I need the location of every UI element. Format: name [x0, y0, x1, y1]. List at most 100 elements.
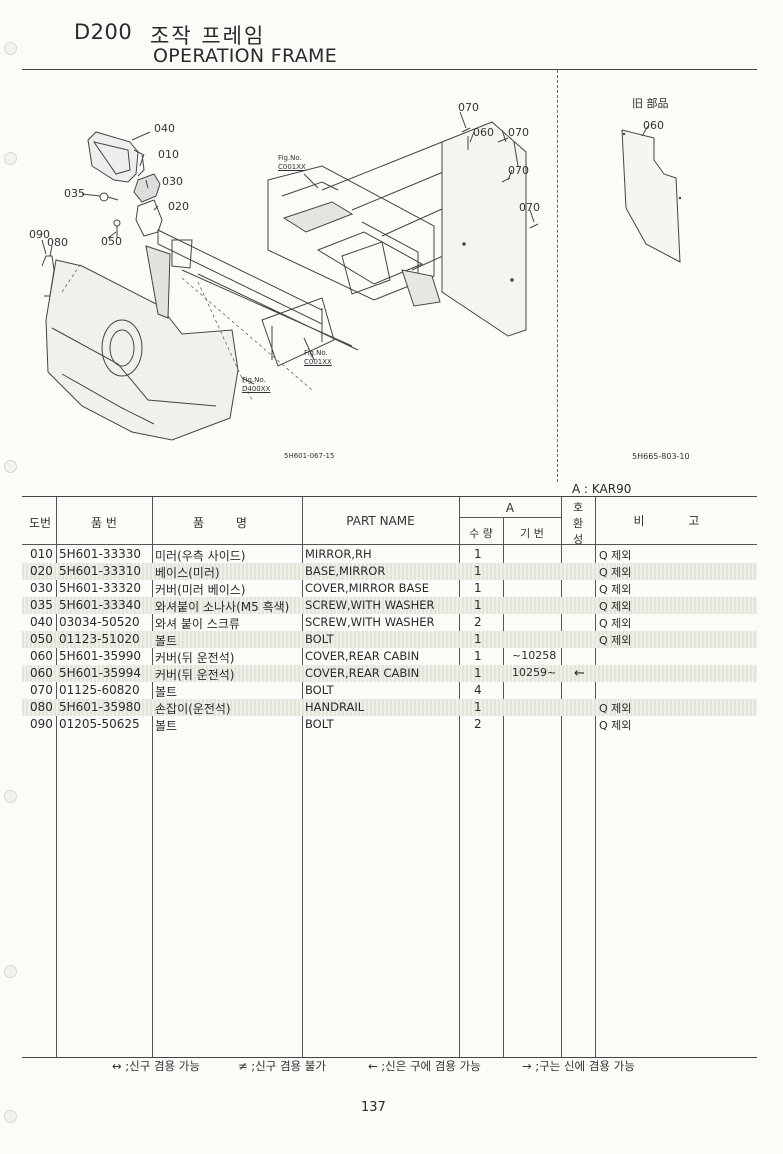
cell-part: 5H601-35990 — [59, 649, 142, 663]
binder-hole — [4, 42, 17, 55]
cell-kr: 손잡이(운전석) — [155, 702, 231, 716]
cell-no: 080 — [30, 700, 53, 714]
header-qty: 수 량 — [469, 527, 493, 540]
cell-kr: 미러(우측 사이드) — [155, 549, 246, 563]
cell-no: 060 — [30, 666, 53, 680]
callout-070: 070 — [458, 101, 479, 114]
cell-no: 050 — [30, 632, 53, 646]
cell-no: 020 — [30, 564, 53, 578]
callout-040: 040 — [154, 122, 175, 135]
cell-en: SCREW,WITH WASHER — [305, 615, 435, 629]
old-part-drawing — [621, 126, 682, 263]
cell-no: 070 — [30, 683, 53, 697]
cell-remark: Q 제외 — [599, 634, 632, 647]
table-bottom-rule — [22, 1057, 757, 1058]
header-a: A — [505, 501, 515, 515]
cell-part: 01125-60820 — [59, 683, 140, 697]
old-part-code: 5H665-803-10 — [632, 452, 690, 461]
legend-old-fits-new: → ;구는 신에 겸용 가능 — [522, 1059, 635, 1073]
old-part-title: 旧 部品 — [632, 97, 669, 110]
cell-remark: Q 제외 — [599, 566, 632, 579]
binder-hole — [4, 460, 17, 473]
fig-ref-label: Fig.No. — [278, 154, 302, 162]
section-code: D200 — [74, 20, 133, 44]
legend-not-interchangeable: ≠ ;신구 겸용 불가 — [238, 1059, 326, 1073]
exploded-diagram-drawing — [41, 111, 539, 441]
callout-020: 020 — [168, 200, 189, 213]
cell-qty: 4 — [474, 683, 482, 697]
cell-qty: 2 — [474, 717, 482, 731]
callout-050: 050 — [101, 235, 122, 248]
legend-new-fits-old: ← ;신은 구에 겸용 가능 — [368, 1059, 481, 1073]
fig-ref-code: C001XX — [278, 163, 306, 171]
cell-kr: 볼트 — [155, 634, 178, 648]
cell-part: 5H601-33310 — [59, 564, 142, 578]
cell-part: 5H601-33330 — [59, 547, 142, 561]
col-divider — [561, 497, 562, 1057]
col-divider — [56, 497, 57, 1057]
cell-qty: 1 — [474, 564, 482, 578]
cell-no: 010 — [30, 547, 53, 561]
cell-kr: 와셔붙이 소나사(M5 흑색) — [155, 600, 290, 614]
header-remarks: 비 고 — [633, 514, 720, 528]
col-divider — [595, 497, 596, 1057]
exploded-diagram: 040 010 030 035 020 090 080 050 070 060 … — [22, 70, 558, 480]
cell-qty: 1 — [474, 547, 482, 561]
cell-serial: ~10258 — [512, 649, 557, 662]
diagram-divider — [557, 70, 558, 482]
callout-080: 080 — [47, 236, 68, 249]
cell-part: 5H601-33320 — [59, 581, 142, 595]
cell-kr: 커버(뒤 운전석) — [155, 668, 235, 682]
callout-070: 070 — [508, 164, 529, 177]
header-rule — [22, 69, 757, 70]
cell-en: BOLT — [305, 683, 334, 697]
cell-ex: ← — [574, 666, 585, 681]
binder-hole — [4, 965, 17, 978]
callout-070: 070 — [519, 201, 540, 214]
binder-hole — [4, 790, 17, 803]
cell-remark: Q 제외 — [599, 702, 632, 715]
cell-part: 5H601-35994 — [59, 666, 142, 680]
callout-030: 030 — [162, 175, 183, 188]
cell-qty: 1 — [474, 700, 482, 714]
table-row: 040 03034-50520 와셔 붙이 스크류 SCREW,WITH WASHER… — [22, 614, 757, 631]
binder-hole — [4, 152, 17, 165]
callout-010: 010 — [158, 148, 179, 161]
cell-qty: 2 — [474, 615, 482, 629]
cell-no: 030 — [30, 581, 53, 595]
fig-ref-code: C001XX — [304, 358, 332, 366]
col-divider — [503, 517, 504, 1057]
section-title-korean: 조작 프레임 — [150, 24, 266, 48]
callout-090: 090 — [29, 228, 50, 241]
cell-kr: 와셔 붙이 스크류 — [155, 617, 240, 631]
cell-en: BASE,MIRROR — [305, 564, 386, 578]
header-part-name-kr: 품 명 — [193, 516, 261, 530]
section-title-english: OPERATION FRAME — [153, 45, 338, 67]
legend-interchangeable: ↔ ;신구 겸용 가능 — [112, 1059, 200, 1073]
cell-remark: Q 제외 — [599, 617, 632, 630]
cell-serial: 10259~ — [512, 666, 557, 679]
cell-no: 035 — [30, 598, 53, 612]
cell-no: 040 — [30, 615, 53, 629]
cell-part: 01123-51020 — [59, 632, 140, 646]
model-note: A : KAR90 — [572, 482, 632, 496]
cell-part: 01205-50625 — [59, 717, 140, 731]
binder-hole — [4, 1110, 17, 1123]
cell-qty: 1 — [474, 649, 482, 663]
col-divider — [459, 497, 460, 1057]
cell-part: 03034-50520 — [59, 615, 140, 629]
cell-kr: 볼트 — [155, 719, 178, 733]
header-part-name-en: PART NAME — [346, 514, 415, 528]
header-serial: 기 번 — [520, 527, 544, 540]
cell-kr: 볼트 — [155, 685, 178, 699]
cell-remark: Q 제외 — [599, 583, 632, 596]
cell-kr: 커버(뒤 운전석) — [155, 651, 235, 665]
cell-en: SCREW,WITH WASHER — [305, 598, 435, 612]
header-ref-no: 도번 — [28, 516, 52, 530]
cell-part: 5H601-33340 — [59, 598, 142, 612]
cell-qty: 1 — [474, 632, 482, 646]
callout-035: 035 — [64, 187, 85, 200]
cell-en: BOLT — [305, 632, 334, 646]
